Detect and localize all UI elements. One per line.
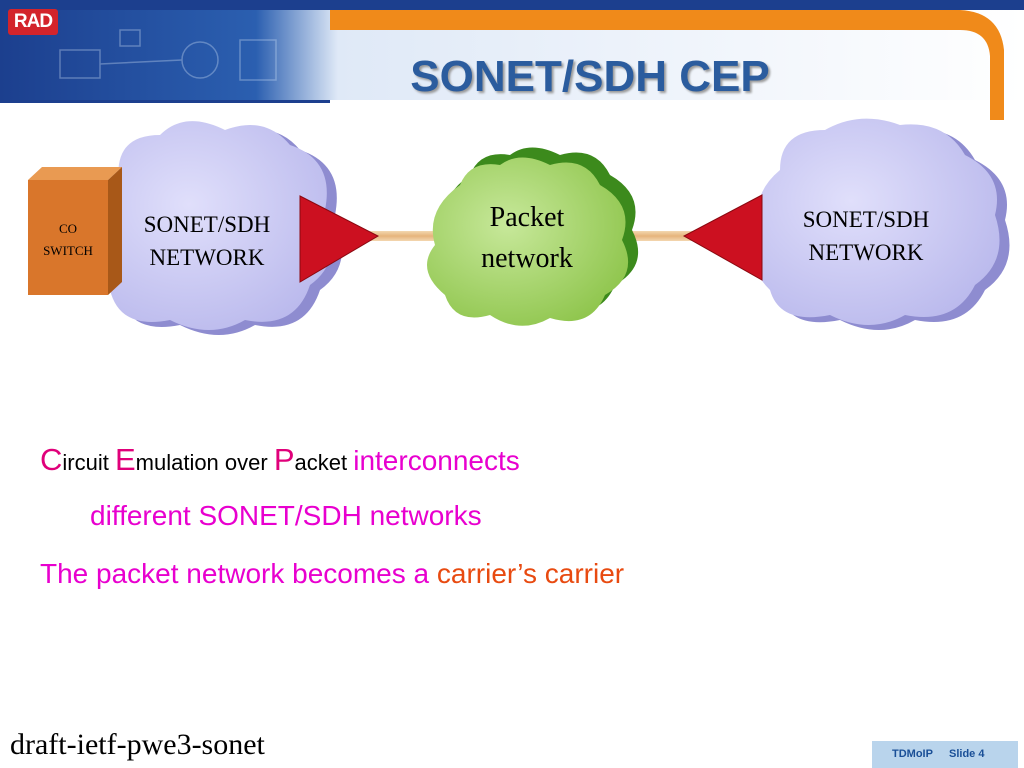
header-band	[0, 0, 1024, 120]
footer-brand: TDMoIP	[892, 748, 933, 760]
co-switch-label-line1: CO	[59, 221, 77, 236]
slide-title: SONET/SDH CEP	[410, 52, 770, 101]
slide-number: Slide 4	[949, 748, 985, 760]
left-cloud-label-line2: NETWORK	[150, 245, 265, 270]
right-gateway-triangle	[682, 194, 763, 281]
body-line-2: different SONET/SDH networks	[90, 500, 482, 531]
footer-box	[872, 741, 1018, 768]
network-diagram: CO SWITCH SONET/SDH NETWORK Packet netwo…	[28, 118, 1010, 335]
body-line-3: The packet network becomes a carrier’s c…	[40, 558, 624, 590]
carriers-carrier: carrier’s carrier	[436, 558, 625, 589]
rad-logo: RAD	[8, 9, 58, 35]
word-acket: acket	[294, 450, 354, 475]
link-left	[370, 231, 450, 241]
word-mulation: mulation over	[135, 450, 274, 475]
draft-name: draft-ietf-pwe3-sonet	[10, 728, 265, 761]
center-cloud-label-line2: network	[481, 243, 573, 274]
right-sonet-cloud	[752, 118, 1010, 330]
line3-text: The packet network becomes a	[40, 558, 437, 589]
letter-e: E	[114, 442, 136, 477]
letter-p: P	[273, 442, 295, 477]
center-cloud-label-line1: Packet	[490, 202, 565, 233]
left-sonet-cloud	[93, 121, 343, 335]
right-cloud-label-line1: SONET/SDH	[803, 207, 930, 232]
right-cloud-label-line2: NETWORK	[809, 240, 924, 265]
left-cloud-label-line1: SONET/SDH	[144, 212, 271, 237]
left-gateway-triangle	[299, 195, 380, 283]
co-switch-box	[28, 167, 122, 295]
packet-network-cloud	[427, 147, 639, 326]
body-line-1: Circuit Emulation over Packet interconne…	[40, 442, 520, 478]
word-ircuit: ircuit	[62, 450, 115, 475]
co-switch-label-line2: SWITCH	[43, 243, 93, 258]
word-interconnects: interconnects	[353, 445, 520, 476]
letter-c: C	[40, 442, 63, 477]
link-right	[615, 231, 695, 241]
